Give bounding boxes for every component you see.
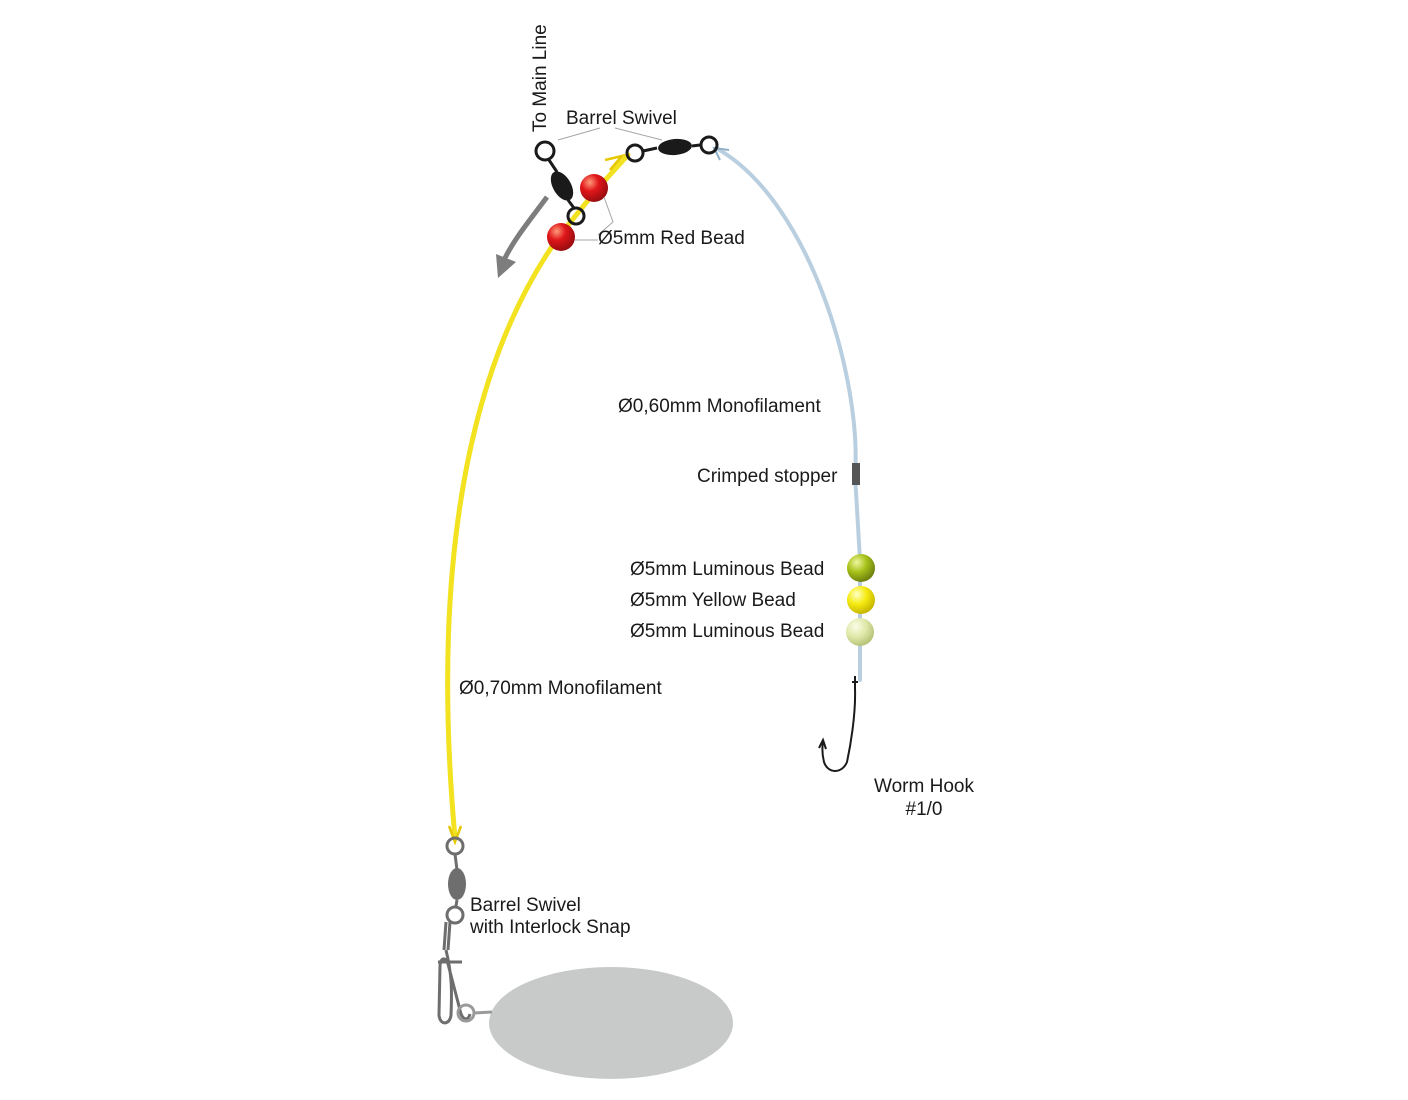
yellow-line-arrow-top bbox=[604, 153, 626, 171]
snap-swivel-label: Barrel Swivel bbox=[470, 895, 581, 916]
mono-060-label: Ø0,60mm Monofilament bbox=[618, 396, 821, 417]
barrel-swivel-top-label: Barrel Swivel bbox=[566, 108, 677, 129]
snap-swivel-label-2: with Interlock Snap bbox=[469, 917, 631, 938]
top-left-swivel bbox=[534, 140, 586, 226]
yellow-line-arrow-bottom bbox=[447, 825, 463, 846]
luminous-bead-upper bbox=[847, 554, 875, 582]
worm-hook-size-label: #1/0 bbox=[906, 799, 943, 820]
worm-hook bbox=[818, 676, 858, 772]
yellow-bead bbox=[847, 586, 875, 614]
mono-070-label: Ø0,70mm Monofilament bbox=[459, 678, 662, 699]
yellow-bead-label: Ø5mm Yellow Bead bbox=[630, 590, 796, 611]
rotation-arrow bbox=[496, 195, 550, 278]
crimped-stopper-label: Crimped stopper bbox=[697, 466, 838, 487]
red-bead-lower bbox=[547, 223, 575, 251]
to-main-line-label: To Main Line bbox=[530, 24, 551, 132]
red-bead-upper bbox=[580, 174, 608, 202]
luminous-bead-lower-label: Ø5mm Luminous Bead bbox=[630, 621, 824, 642]
top-right-swivel bbox=[625, 135, 719, 163]
luminous-bead-upper-label: Ø5mm Luminous Bead bbox=[630, 559, 824, 580]
crimped-stopper bbox=[852, 463, 860, 485]
luminous-bead-lower bbox=[846, 618, 874, 646]
lead-weight bbox=[489, 967, 733, 1079]
blue-monofilament-line bbox=[714, 146, 862, 682]
yellow-monofilament-line bbox=[445, 152, 631, 841]
blue-line-arrow-top bbox=[712, 146, 730, 161]
worm-hook-label: Worm Hook bbox=[874, 776, 974, 797]
red-bead-label: Ø5mm Red Bead bbox=[598, 228, 745, 249]
barrel-swivel-with-snap bbox=[437, 836, 493, 1025]
leader-lines bbox=[557, 127, 663, 241]
